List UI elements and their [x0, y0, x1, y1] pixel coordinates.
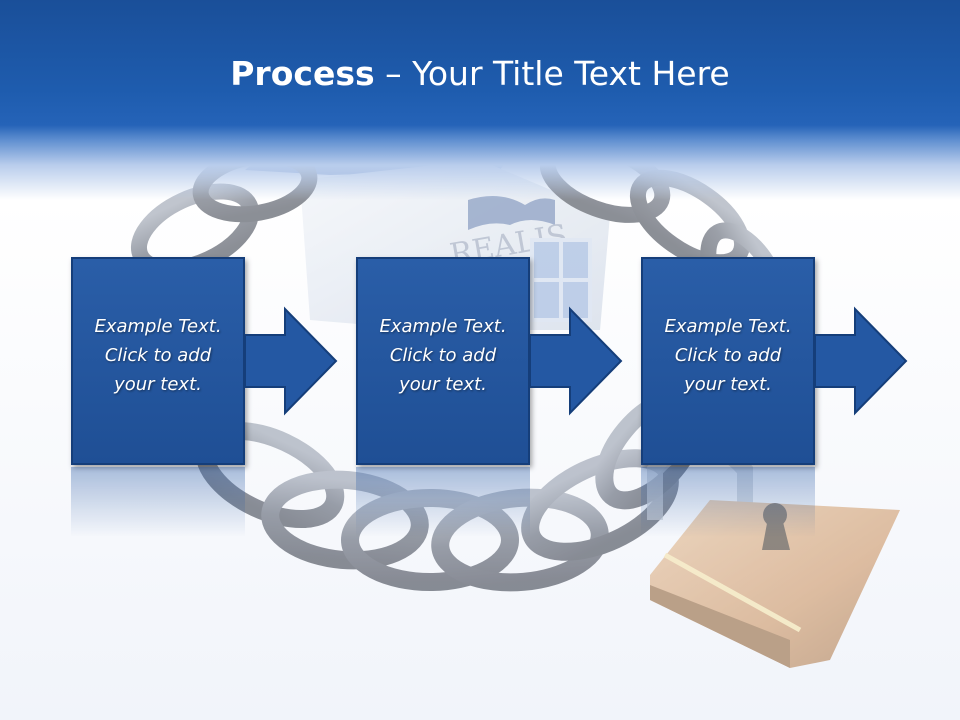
process-step-1[interactable]: Example Text. Click to add your text. [71, 257, 245, 465]
step-text: Example Text. Click to add your text. [379, 312, 506, 399]
step-text: Example Text. Click to add your text. [94, 312, 221, 399]
arrow-right-icon [529, 306, 623, 416]
arrow-right-icon [244, 306, 338, 416]
step-text: Example Text. Click to add your text. [664, 312, 791, 399]
step-reflection [641, 467, 815, 537]
step-text-line: Example Text. [664, 315, 792, 337]
slide-title-rest: – Your Title Text Here [374, 54, 730, 93]
step-text-line: Click to add [389, 344, 497, 366]
title-bar [0, 0, 960, 200]
step-text-line: your text. [114, 373, 202, 395]
step-reflection [356, 467, 530, 537]
step-text-line: your text. [399, 373, 487, 395]
step-text-line: Example Text. [379, 315, 507, 337]
arrow-right-icon [814, 306, 908, 416]
process-step-3[interactable]: Example Text. Click to add your text. [641, 257, 815, 465]
step-text-line: Click to add [674, 344, 782, 366]
slide-title-bold: Process [230, 54, 375, 93]
step-reflection [71, 467, 245, 537]
step-text-line: Click to add [104, 344, 212, 366]
step-text-line: your text. [684, 373, 772, 395]
step-text-line: Example Text. [94, 315, 222, 337]
process-step-2[interactable]: Example Text. Click to add your text. [356, 257, 530, 465]
slide-title[interactable]: Process – Your Title Text Here [0, 52, 960, 96]
